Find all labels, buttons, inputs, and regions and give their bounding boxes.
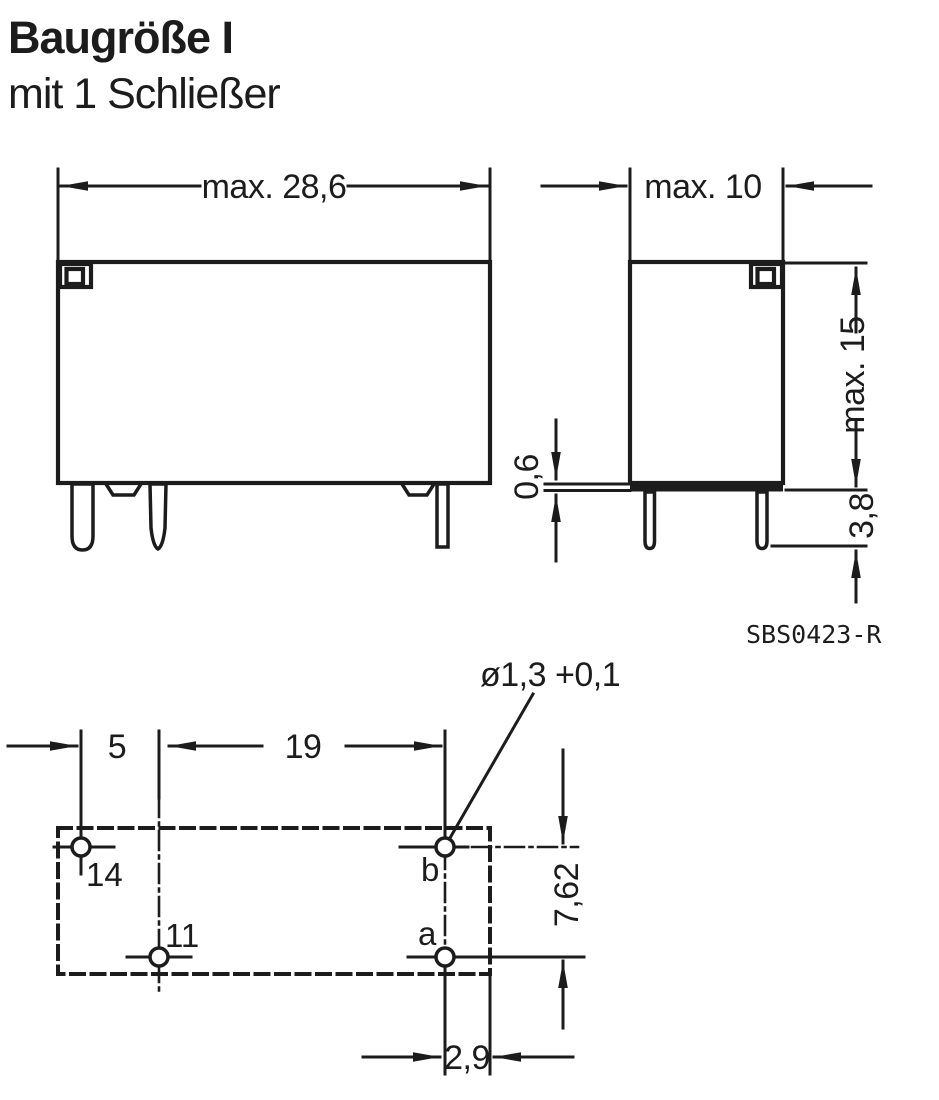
dim-standoff: 0,6 — [508, 454, 546, 500]
case-marking-inner — [755, 266, 777, 287]
pin-label-a: a — [418, 915, 437, 952]
pin-left — [70, 482, 95, 552]
mounting-foot-right — [399, 481, 437, 497]
pin-rear — [755, 490, 769, 551]
pin-hole-a — [434, 946, 456, 968]
standoff-ledge — [630, 483, 783, 492]
page-title: Baugröße I — [8, 12, 234, 63]
pin-hole-b — [434, 836, 456, 858]
side-view: max. 10 0,6 max. 15 3,8 — [508, 167, 882, 649]
dim-pitch-762: 7,62 — [548, 863, 586, 927]
pin-label-b: b — [421, 851, 439, 888]
pin-hole-11 — [148, 946, 170, 968]
mounting-foot-left — [103, 481, 144, 497]
front-view: max. 28,6 — [55, 167, 493, 552]
dim-pitch-5: 5 — [108, 728, 126, 766]
dim-hole-diameter: ø1,3 +0,1 — [480, 656, 620, 694]
dim-front-width: max. 28,6 — [202, 168, 347, 206]
case-marking-outline — [57, 261, 94, 290]
bottom-view-drilling-plan: ø1,3 +0,1 5 19 14 11 — [6, 656, 621, 1077]
pin-front — [643, 490, 657, 551]
relay-footprint-outline — [56, 826, 492, 976]
relay-body-side — [627, 259, 786, 486]
case-marking-inner — [64, 266, 86, 287]
pin-label-14: 14 — [86, 856, 123, 893]
pin-right — [435, 482, 450, 549]
case-marking-outline — [748, 261, 785, 290]
dim-side-depth: max. 10 — [644, 168, 761, 206]
drawing-reference: SBS0423-R — [746, 620, 882, 649]
dim-offset-29: 2,9 — [444, 1039, 490, 1077]
page-subtitle: mit 1 Schließer — [8, 70, 281, 118]
leader-line — [447, 691, 536, 841]
dim-pitch-19: 19 — [285, 728, 322, 766]
pin-hole-14 — [70, 836, 92, 858]
pin-middle — [148, 482, 168, 552]
pin-label-11: 11 — [165, 917, 199, 954]
relay-body-front — [55, 259, 493, 486]
dim-pin-protrusion: 3,8 — [843, 493, 881, 539]
dim-side-height: max. 15 — [834, 316, 872, 433]
